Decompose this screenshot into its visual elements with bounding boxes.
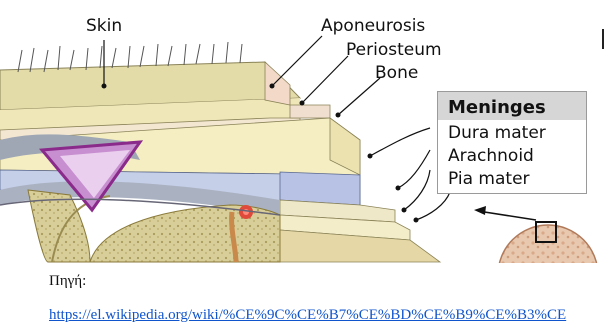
aponeurosis-label: Aponeurosis <box>321 18 425 35</box>
meninges-legend-header: Meninges <box>438 92 586 120</box>
cross-section <box>0 42 440 262</box>
pia-mater-label: Pia mater <box>448 169 530 189</box>
aponeurosis-step <box>265 62 290 105</box>
source-label: Πηγή: <box>49 273 613 290</box>
source-link[interactable]: https://el.wikipedia.org/wiki/%CE%9C%CE%… <box>49 307 566 323</box>
zoom-arrow <box>478 211 536 220</box>
periosteum-label: Periosteum <box>346 42 442 59</box>
arachnoid-label: Arachnoid <box>448 146 534 166</box>
source-caption: Πηγή: https://el.wikipedia.org/wiki/%CE%… <box>35 263 613 329</box>
meninges-title: Meninges <box>448 97 546 118</box>
meninges-legend: Meninges Dura mater Arachnoid Pia mater <box>437 91 587 194</box>
dura-mater-label: Dura mater <box>448 123 546 143</box>
bone-label: Bone <box>375 65 418 82</box>
skin-label: Skin <box>86 18 122 35</box>
periosteum-step <box>290 105 330 118</box>
vertical-bar <box>602 29 604 49</box>
